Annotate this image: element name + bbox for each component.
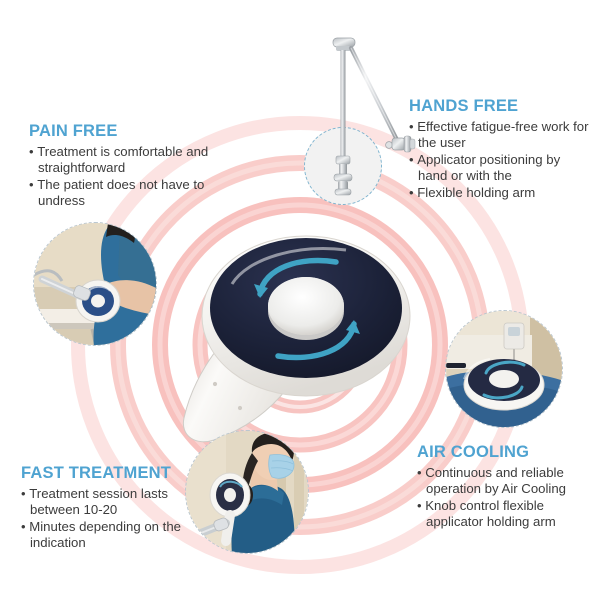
- hands-free-bullets: • Effective fatigue-free work for the us…: [409, 119, 593, 201]
- list-item: • Knob control flexible applicator holdi…: [417, 498, 593, 531]
- bullet-glyph: •: [409, 119, 414, 134]
- ring-applicator-device: [182, 235, 411, 443]
- bullet-text: Treatment is comfortable and straightfor…: [37, 144, 209, 176]
- photo-air-cooling-applicator: [445, 310, 563, 428]
- bullet-glyph: •: [409, 151, 414, 167]
- list-item: • Treatment session lasts between 10-20: [21, 486, 211, 519]
- bullet-text: Treatment session lasts between 10-20: [29, 486, 168, 518]
- list-item: • The patient does not have to undress: [29, 177, 225, 210]
- air-cooling-title: AIR COOLING: [417, 443, 530, 461]
- bullet-text: Continuous and reliable operation by Air…: [425, 465, 567, 497]
- air-cooling-bullets: • Continuous and reliable operation by A…: [417, 465, 593, 531]
- bullet-text: Flexible holding arm: [417, 184, 536, 200]
- bullet-glyph: •: [409, 184, 414, 200]
- list-item: • Flexible holding arm: [409, 185, 593, 201]
- feature-block-hands-free: HANDS FREE • Effective fatigue-free work…: [409, 97, 593, 201]
- pain-free-bullets: • Treatment is comfortable and straightf…: [29, 144, 225, 210]
- feature-block-fast-treatment: FAST TREATMENT • Treatment session lasts…: [21, 464, 211, 552]
- feature-block-pain-free: PAIN FREE • Treatment is comfortable and…: [29, 122, 225, 210]
- list-item: • Applicator positioning by hand or with…: [409, 152, 593, 185]
- bullet-glyph: •: [417, 497, 422, 513]
- bullet-glyph: •: [29, 144, 34, 159]
- list-item: • Minutes depending on the indication: [21, 519, 211, 552]
- feature-block-air-cooling: AIR COOLING • Continuous and reliable op…: [417, 443, 593, 531]
- bullet-text: The patient does not have to undress: [37, 176, 205, 209]
- bullet-text: Applicator positioning by hand or with t…: [417, 151, 561, 184]
- bullet-text: Effective fatigue-free work for the user: [417, 119, 589, 151]
- photo-pain-free-treatment: [33, 222, 157, 346]
- pain-free-title: PAIN FREE: [29, 122, 118, 140]
- bullet-glyph: •: [21, 518, 26, 534]
- flexible-holding-arm-illustration: [332, 37, 416, 196]
- list-item: • Treatment is comfortable and straightf…: [29, 144, 225, 177]
- bullet-text: Minutes depending on the indication: [29, 518, 182, 551]
- bullet-glyph: •: [29, 176, 34, 192]
- bullet-glyph: •: [417, 465, 422, 480]
- bullet-text: Knob control flexible applicator holding…: [425, 497, 556, 530]
- fast-treatment-bullets: • Treatment session lasts between 10-20 …: [21, 486, 211, 552]
- hands-free-title: HANDS FREE: [409, 97, 519, 115]
- list-item: • Effective fatigue-free work for the us…: [409, 119, 593, 152]
- bullet-glyph: •: [21, 486, 26, 501]
- list-item: • Continuous and reliable operation by A…: [417, 465, 593, 498]
- fast-treatment-title: FAST TREATMENT: [21, 464, 172, 482]
